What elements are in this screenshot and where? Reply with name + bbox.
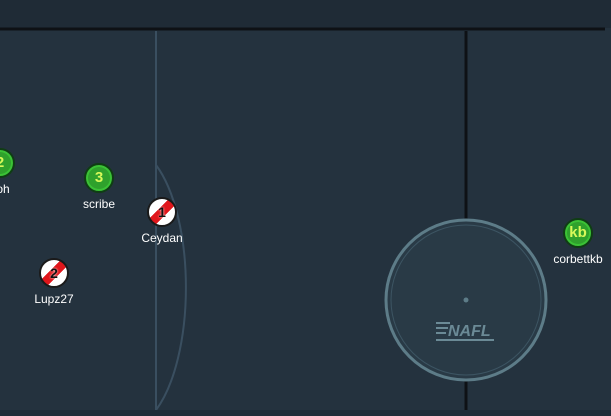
league-logo: NAFL bbox=[436, 317, 496, 343]
player-number: 2 bbox=[0, 150, 13, 176]
player-disc: 2 bbox=[39, 258, 69, 288]
player-disc: 2 bbox=[0, 148, 15, 178]
player-name: Ceydan bbox=[141, 231, 183, 245]
player-number: 2 bbox=[50, 265, 58, 281]
top-out-of-bounds bbox=[0, 0, 611, 28]
player-disc: kb bbox=[563, 218, 593, 248]
bottom-out-of-bounds bbox=[0, 410, 611, 416]
player-number: 1 bbox=[158, 204, 166, 220]
player-name: scribe bbox=[82, 197, 115, 211]
player-number: 3 bbox=[94, 169, 104, 186]
player-number: kb bbox=[569, 224, 587, 241]
player-name: corbettkb bbox=[553, 252, 603, 266]
player-name: zoh bbox=[0, 182, 10, 196]
arc-line bbox=[155, 164, 187, 411]
player-disc: 1 bbox=[147, 197, 177, 227]
logo-text: NAFL bbox=[448, 323, 491, 340]
player-token[interactable]: 2 zoh bbox=[0, 148, 40, 208]
player-token[interactable]: kb corbettkb bbox=[538, 218, 611, 278]
player-disc: 3 bbox=[84, 163, 114, 193]
player-token[interactable]: 3 scribe bbox=[59, 163, 139, 223]
center-dot bbox=[463, 297, 469, 303]
player-token[interactable]: 2 Lupz27 bbox=[14, 258, 94, 318]
player-token[interactable]: 1 Ceydan bbox=[122, 197, 202, 257]
player-name: Lupz27 bbox=[34, 292, 74, 306]
center-circle-inner bbox=[390, 224, 542, 376]
